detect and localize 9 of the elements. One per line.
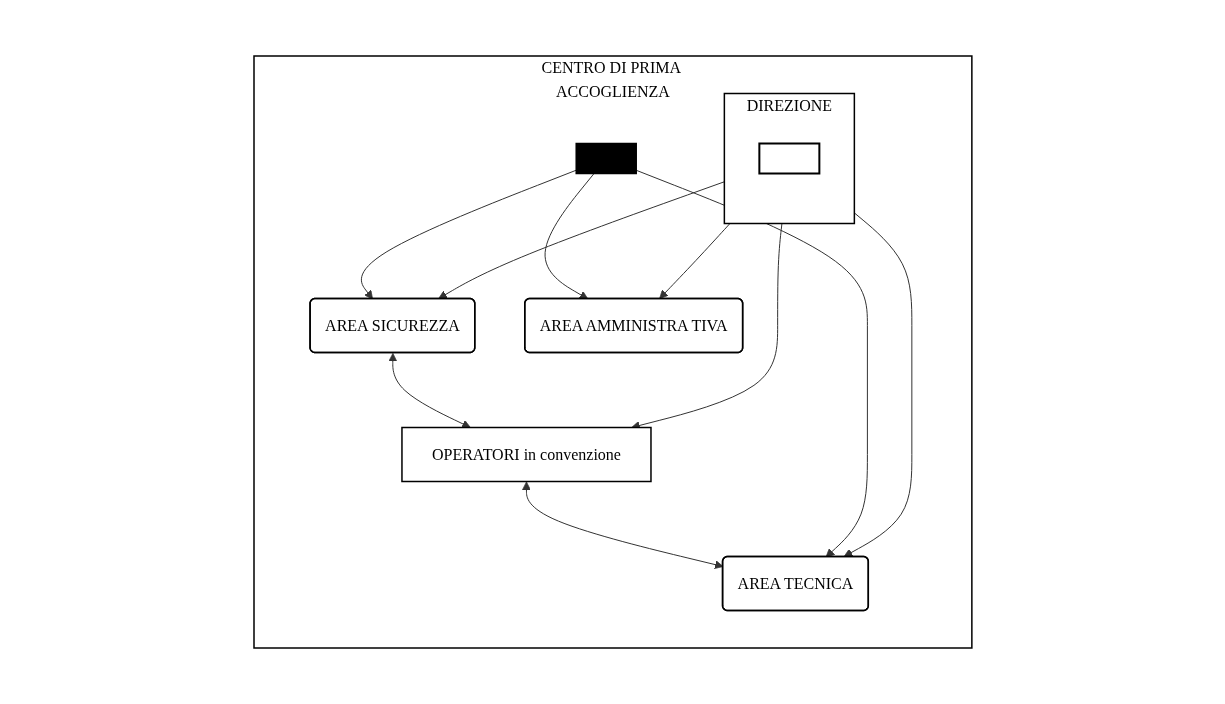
node-box: OPERATORI in convenzione (400, 426, 652, 483)
arrow (843, 212, 912, 557)
arrow (544, 173, 595, 300)
arrow (387, 353, 471, 429)
node-box (757, 142, 820, 175)
arrow (658, 223, 730, 299)
node-bar (575, 142, 637, 175)
cluster: DIREZIONE (723, 92, 855, 225)
arrow (635, 169, 868, 558)
